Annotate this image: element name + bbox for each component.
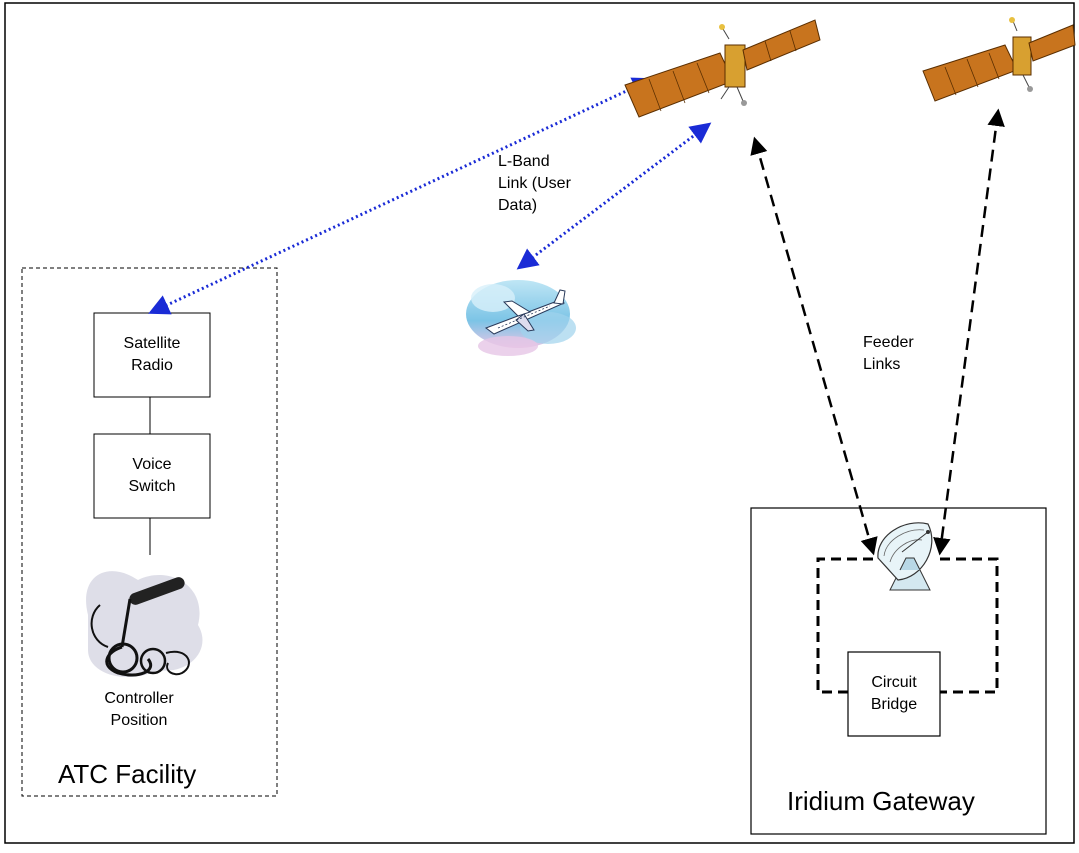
feeder-links-label: Feeder Links (863, 334, 914, 373)
satellite-icon (922, 17, 1076, 102)
satellite-icon (624, 19, 821, 118)
gateway-loop-right (940, 557, 999, 694)
circuit-bridge-box (847, 651, 941, 737)
lband-link-label: L-Band Link (User Data) (498, 153, 571, 214)
dish-antenna-icon (877, 522, 933, 591)
voice-switch-box (93, 433, 211, 519)
microphone-icon (86, 571, 203, 678)
feeder-link-2 (933, 108, 1005, 556)
atc-facility-label: ATC Facility (58, 759, 197, 789)
iridium-gateway-label: Iridium Gateway (787, 786, 975, 816)
lband-link-aircraft (516, 122, 712, 270)
satellite-radio-box (93, 312, 211, 398)
iridium-gateway-box (750, 507, 1047, 835)
voice-switch-label: Voice Switch (128, 456, 176, 495)
feeder-link-1 (750, 136, 878, 556)
controller-position-label: Controller Position (104, 690, 174, 729)
satellite-radio-label: Satellite Radio (123, 335, 181, 374)
airplane-icon (466, 280, 576, 356)
circuit-bridge-label: Circuit Bridge (870, 674, 918, 713)
outer-frame (4, 2, 1075, 844)
gateway-loop-left (816, 557, 873, 694)
lband-link-atc (148, 77, 654, 315)
